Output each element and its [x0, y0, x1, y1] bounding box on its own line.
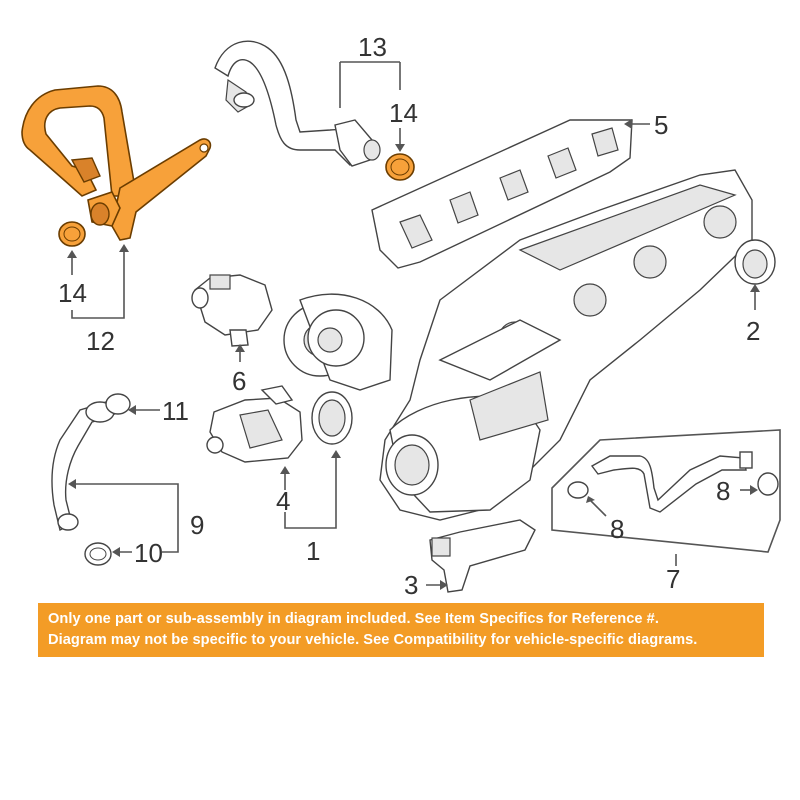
part-12-hose-highlighted	[21, 85, 212, 241]
callout-10: 10	[134, 538, 163, 568]
callout-8-right: 8	[716, 476, 730, 506]
callout-13: 13	[358, 32, 387, 62]
turbo-manifold-assembly	[283, 169, 753, 521]
part-4-actuator	[206, 385, 303, 463]
part-3-bracket	[429, 519, 536, 593]
seal-14-right	[385, 153, 415, 181]
part-7-oil-line-kit	[551, 429, 781, 553]
callout-14-left: 14	[58, 278, 87, 308]
part-10-washer	[84, 542, 112, 566]
part-13-hose	[214, 40, 381, 167]
disclaimer-banner: Only one part or sub-assembly in diagram…	[38, 603, 764, 657]
part-2-gasket	[734, 239, 776, 285]
callout-4: 4	[276, 486, 290, 516]
seal-14-left	[58, 221, 86, 247]
disclaimer-line-2: Diagram may not be specific to your vehi…	[48, 632, 698, 648]
callout-7: 7	[666, 564, 680, 594]
callout-3: 3	[404, 570, 418, 600]
disclaimer-line-1: Only one part or sub-assembly in diagram…	[48, 611, 659, 627]
callout-14-right: 14	[389, 98, 418, 128]
callout-6: 6	[232, 366, 246, 396]
callout-5: 5	[654, 110, 668, 140]
callout-11: 11	[162, 396, 189, 426]
part-9-coolant-line	[51, 393, 131, 532]
callout-1: 1	[306, 536, 320, 566]
callout-2: 2	[746, 316, 760, 346]
callout-9: 9	[190, 510, 204, 540]
callout-12: 12	[86, 326, 115, 356]
part-6-solenoid	[191, 274, 273, 347]
callout-8-left: 8	[610, 514, 624, 544]
callout-numbers: 13 14 5 2 14 12 6 11 4 9 1 10 3 7 8 8	[58, 32, 760, 600]
part-5-heat-shield	[371, 119, 633, 269]
leader-lines	[67, 61, 760, 590]
